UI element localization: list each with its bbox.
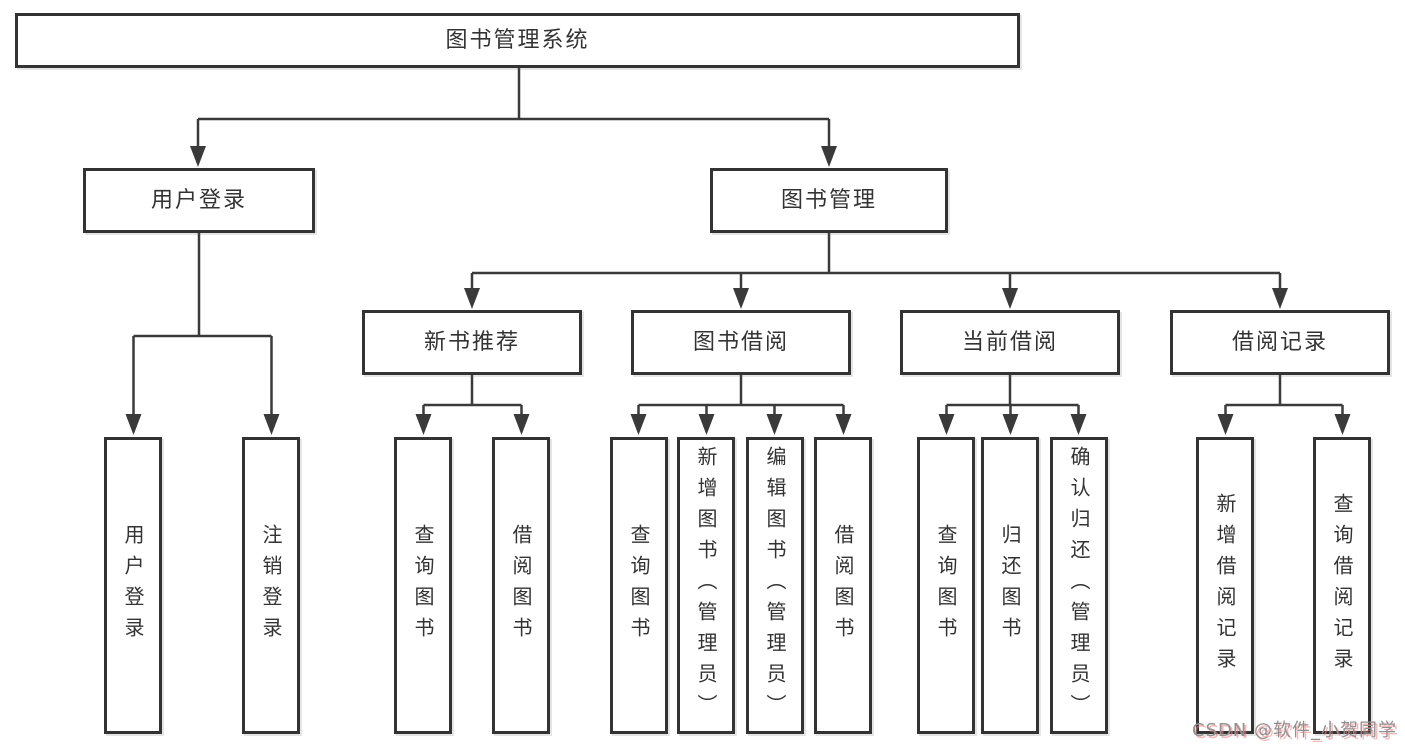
- leaf-query-books-recommend: 查询图书: [394, 437, 452, 734]
- node-label: 借阅记录: [1231, 329, 1328, 355]
- node-label: 当前借阅: [961, 329, 1058, 355]
- node-label: 图书管理: [780, 187, 877, 213]
- node-borrow-records: 借阅记录: [1170, 310, 1390, 375]
- node-label: 查询图书: [627, 523, 651, 648]
- node-label: 用户登录: [150, 187, 247, 213]
- node-label: 查询图书: [411, 523, 435, 648]
- node-label: 确认归还（管理员）: [1067, 446, 1091, 725]
- leaf-edit-books-admin: 编辑图书（管理员）: [746, 437, 804, 734]
- node-book-borrow: 图书借阅: [631, 310, 851, 375]
- leaf-borrow-books: 借阅图书: [814, 437, 872, 734]
- node-label: 查询借阅记录: [1330, 492, 1354, 679]
- node-label: 新增借阅记录: [1213, 492, 1237, 679]
- leaf-query-borrow-record: 查询借阅记录: [1313, 437, 1371, 734]
- leaf-add-borrow-record: 新增借阅记录: [1196, 437, 1254, 734]
- leaf-query-books-borrow: 查询图书: [610, 437, 668, 734]
- node-book-management: 图书管理: [710, 168, 948, 233]
- node-label: 图书借阅: [692, 329, 789, 355]
- node-current-borrow: 当前借阅: [900, 310, 1120, 375]
- leaf-query-books-current: 查询图书: [917, 437, 975, 734]
- leaf-logout: 注销登录: [242, 437, 300, 734]
- node-label: 归还图书: [998, 523, 1022, 648]
- node-library-management-system: 图书管理系统: [15, 13, 1020, 68]
- node-label: 新书推荐: [423, 329, 520, 355]
- leaf-confirm-return-admin: 确认归还（管理员）: [1050, 437, 1108, 734]
- node-label: 图书管理系统: [445, 27, 590, 53]
- node-label: 编辑图书（管理员）: [763, 446, 787, 725]
- node-new-book-recommend: 新书推荐: [362, 310, 582, 375]
- leaf-borrow-books-recommend: 借阅图书: [492, 437, 550, 734]
- node-label: 借阅图书: [831, 523, 855, 648]
- node-label: 查询图书: [934, 523, 958, 648]
- leaf-add-books-admin: 新增图书（管理员）: [677, 437, 735, 734]
- leaf-user-login: 用户登录: [104, 437, 162, 734]
- node-label: 借阅图书: [509, 523, 533, 648]
- node-label: 注销登录: [259, 523, 283, 648]
- leaf-return-books: 归还图书: [981, 437, 1039, 734]
- csdn-watermark: CSDN @软件_小贺同学: [1191, 720, 1397, 741]
- node-label: 用户登录: [121, 523, 145, 648]
- node-user-login: 用户登录: [83, 168, 315, 233]
- node-label: 新增图书（管理员）: [694, 446, 718, 725]
